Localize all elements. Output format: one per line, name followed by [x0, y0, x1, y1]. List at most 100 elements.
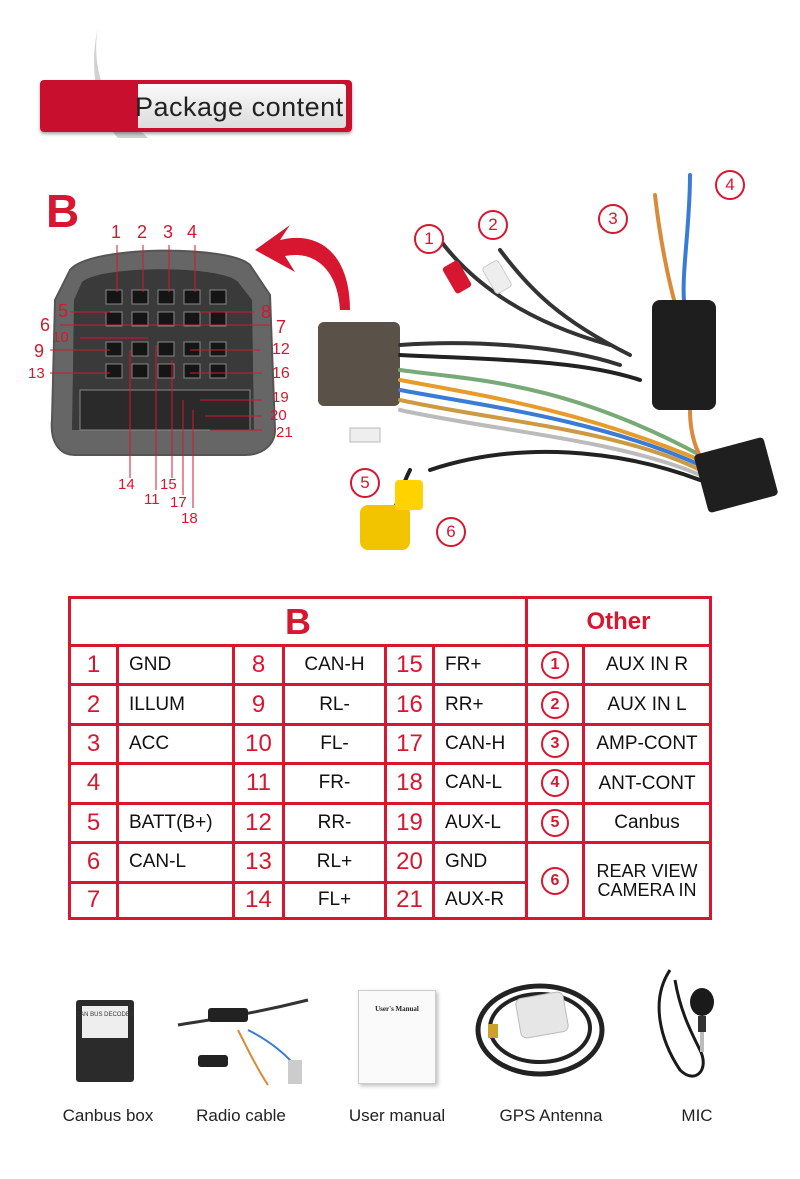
other-number: 1 — [528, 647, 582, 684]
pin-label-19: 19 — [272, 389, 289, 406]
other-function: AUX IN R — [585, 647, 709, 684]
pin-label-8: 8 — [261, 302, 272, 322]
pin-label-16: 16 — [272, 365, 290, 382]
pin-label-12: 12 — [272, 341, 290, 358]
page-title: Package content — [135, 92, 344, 122]
pin-number-text: 15 — [396, 651, 423, 679]
other-function-text: Canbus — [614, 811, 680, 833]
accessory-label-user-manual: User manual — [348, 1106, 446, 1125]
pin-function: CAN-H — [285, 647, 384, 684]
pin-function: RR- — [285, 804, 384, 842]
pin-function: RL+ — [285, 844, 384, 881]
pin-number-text: 14 — [245, 886, 272, 914]
pin-label-18: 18 — [181, 510, 198, 527]
pin-function — [119, 883, 232, 917]
pin-number: 2 — [71, 686, 116, 723]
pin-function-text: FL- — [320, 733, 349, 755]
other-number: 4 — [528, 765, 582, 802]
user-manual-image: User's Manual — [358, 990, 436, 1084]
other-function-text: AMP-CONT — [596, 733, 698, 755]
pin-function: CAN-L — [119, 844, 232, 881]
pin-label-17: 17 — [170, 494, 187, 511]
pin-number-text: 11 — [246, 769, 271, 797]
other-number: 2 — [528, 686, 582, 723]
pin-number: 8 — [235, 647, 282, 684]
table-header-b-text: B — [285, 600, 311, 642]
pin-number: 21 — [387, 883, 432, 917]
pin-function-text: CAN-H — [445, 733, 506, 755]
other-function: ANT-CONT — [585, 765, 709, 802]
other-function: AMP-CONT — [585, 725, 709, 763]
pin-number: 12 — [235, 804, 282, 842]
pin-number: 14 — [235, 883, 282, 917]
pin-function: GND — [119, 647, 232, 684]
other-number-badge: 4 — [541, 769, 569, 798]
pin-number-text: 1 — [86, 651, 101, 679]
pin-number: 9 — [235, 686, 282, 723]
section-letter: B — [46, 185, 80, 237]
pin-number: 7 — [71, 883, 116, 917]
pin-function-text: AUX-L — [445, 811, 501, 833]
pin-number-text: 20 — [396, 848, 423, 876]
other-number: 3 — [528, 725, 582, 763]
pin-label-3: 3 — [163, 222, 174, 242]
pin-label-6: 6 — [40, 315, 51, 335]
harness-illustration — [50, 173, 778, 550]
pin-function-text: CAN-L — [445, 772, 503, 794]
pin-function-text: BATT(B+) — [129, 811, 213, 833]
other-function: REAR VIEW CAMERA IN — [585, 844, 709, 917]
pin-number-text: 6 — [86, 848, 101, 876]
pin-number: 13 — [235, 844, 282, 881]
pin-function-text: ACC — [129, 733, 170, 755]
pin-number-text: 16 — [396, 690, 423, 718]
pin-label-11: 11 — [144, 491, 160, 508]
pin-number-text: 12 — [245, 808, 272, 836]
pin-function-text: RL+ — [316, 851, 353, 873]
pin-function-text: FL+ — [317, 889, 352, 911]
pin-number: 3 — [71, 725, 116, 763]
pin-label-15: 15 — [160, 476, 177, 493]
callout-1: 1 — [414, 224, 444, 254]
pin-function-text: AUX-R — [445, 889, 505, 911]
pin-number-text: 18 — [396, 769, 423, 797]
pin-function: FL- — [285, 725, 384, 763]
pin-function: GND — [435, 844, 525, 881]
pin-number: 5 — [71, 804, 116, 842]
other-number: 6 — [528, 844, 582, 917]
pin-function — [119, 765, 232, 802]
pin-function: RL- — [285, 686, 384, 723]
pin-function: CAN-L — [435, 765, 525, 802]
pin-function-text: RR- — [317, 811, 352, 833]
pin-number-text: 10 — [245, 730, 272, 758]
other-number-badge: 5 — [541, 808, 569, 837]
pin-number-text: 7 — [86, 886, 101, 914]
svg-text:CAN BUS DECODER: CAN BUS DECODER — [76, 1012, 135, 1018]
callout-2: 2 — [478, 210, 508, 240]
pin-number-text: 2 — [86, 690, 101, 718]
table-header-b: B — [71, 599, 525, 644]
pin-function-text: GND — [445, 851, 488, 873]
pin-label-13: 13 — [28, 365, 45, 382]
pin-number-text: 13 — [245, 848, 272, 876]
other-function-text: AUX IN L — [607, 693, 687, 715]
callout-4: 4 — [715, 170, 745, 200]
table-header-other: Other — [528, 599, 709, 644]
pin-label-9: 9 — [34, 341, 45, 361]
pin-label-14: 14 — [118, 476, 135, 493]
other-number: 5 — [528, 804, 582, 842]
pin-number: 4 — [71, 765, 116, 802]
pin-function-text: CAN-L — [129, 851, 187, 873]
pin-number-text: 17 — [396, 730, 423, 758]
other-number-badge: 2 — [541, 690, 569, 719]
pin-label-2: 2 — [137, 222, 148, 242]
pin-label-5: 5 — [58, 301, 69, 321]
radio-cable-image — [177, 998, 309, 1086]
pin-function: AUX-L — [435, 804, 525, 842]
pin-function: CAN-H — [435, 725, 525, 763]
canbus-box-image: CAN BUS DECODER — [76, 1000, 135, 1082]
pin-function: AUX-R — [435, 883, 525, 917]
other-function-text: REAR VIEW CAMERA IN — [596, 860, 698, 900]
other-function: AUX IN L — [585, 686, 709, 723]
gps-antenna-image — [475, 983, 605, 1077]
pin-number-text: 19 — [396, 808, 423, 836]
